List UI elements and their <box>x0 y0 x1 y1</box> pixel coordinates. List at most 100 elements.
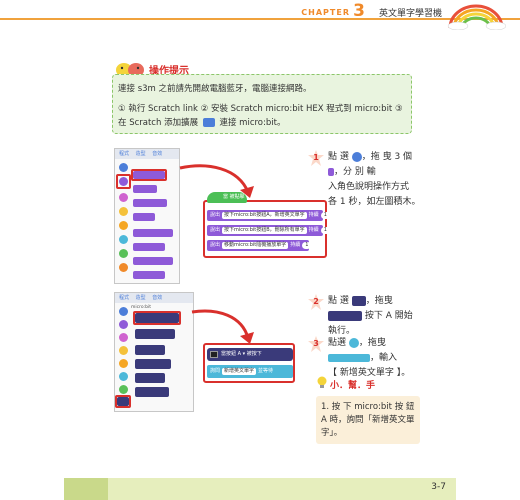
say-text-field[interactable]: 按下micro:bit按鈕A，新增英文單字 <box>222 212 307 219</box>
microbit-icon <box>210 351 218 358</box>
think-block[interactable] <box>133 199 167 207</box>
step-3-a: 點選 <box>328 338 347 348</box>
microbit-category-icon <box>351 295 366 306</box>
say-text-field[interactable]: 按下micro:bit按鈕B，刪除所有單字 <box>222 227 307 234</box>
say-unit: 秒 <box>313 242 319 248</box>
step-1-e: 各 1 秒，如左圖積木。 <box>328 197 421 207</box>
tab-sounds[interactable]: 音效 <box>152 295 163 301</box>
step-2-number: 2 <box>313 297 319 306</box>
say-block-highlight <box>131 169 167 181</box>
step-1-c: ，分 別 輸 <box>334 167 376 177</box>
display-text-block[interactable] <box>135 373 165 383</box>
chapter-title: 英文單字學習機 <box>378 9 442 19</box>
chapter-number: 3 <box>353 1 365 21</box>
note-text: 1. 按 下 micro:bit 按 鈕 A 時，詢問「新增英文單字」。 <box>321 402 415 438</box>
next-costume-block[interactable] <box>133 243 165 251</box>
say-secs-field[interactable]: 1 <box>302 242 312 249</box>
button-block-icon <box>328 310 362 321</box>
blocks-palette-2: 程式 造型 音效 micro:bit <box>114 292 194 412</box>
tab-code[interactable]: 程式 <box>119 151 130 157</box>
category-sound[interactable] <box>119 333 128 342</box>
tab-code[interactable]: 程式 <box>119 295 130 301</box>
step-1-number: 1 <box>313 153 319 162</box>
lightbulb-icon <box>317 376 327 388</box>
category-control[interactable] <box>119 221 128 230</box>
clear-display-block[interactable] <box>135 387 169 397</box>
tab-costumes[interactable]: 造型 <box>135 151 146 157</box>
hat-label: 當按鈕 A ▾ 被按下 <box>221 351 262 357</box>
step-3-c: ，輸入 <box>370 353 398 363</box>
category-looks[interactable] <box>119 320 128 329</box>
arrow-2 <box>191 309 254 344</box>
tip-line-2-b: 連接 micro:bit。 <box>219 118 286 128</box>
category-sensing[interactable] <box>119 372 128 381</box>
microbit-category-highlight <box>115 395 131 408</box>
category-motion[interactable] <box>119 163 128 172</box>
say-prefix: 說出 <box>210 212 221 218</box>
step-1-b: ，拖 曳 3 個 <box>361 152 413 162</box>
say-unit: 秒 <box>331 227 337 233</box>
when-button-pressed-block[interactable] <box>135 313 179 323</box>
say-suffix: 持續 <box>308 212 319 218</box>
category-events[interactable] <box>119 346 128 355</box>
category-operators[interactable] <box>119 249 128 258</box>
category-heading: micro:bit <box>131 305 151 310</box>
when-flag-clicked-block[interactable]: 當 被點擊 <box>207 192 247 203</box>
tab-sounds[interactable]: 音效 <box>152 151 163 157</box>
category-variables[interactable] <box>119 263 128 272</box>
category-motion[interactable] <box>119 307 128 316</box>
ask-block-icon <box>328 353 370 362</box>
when-button-a-pressed-block[interactable]: 當按鈕 A ▾ 被按下 <box>207 348 293 361</box>
switch-backdrop-block[interactable] <box>133 257 173 265</box>
ask-text-field[interactable]: 新增英文單字 <box>222 368 257 375</box>
think-short-block[interactable] <box>133 213 155 221</box>
palette-tabs-2: 程式 造型 音效 <box>115 293 193 303</box>
step-2-text: 點 選 ，拖曳 按下 A 開始 執行。 <box>328 294 424 339</box>
say-text-field[interactable]: 移動micro:bit隨機播放單字 <box>222 242 289 249</box>
step-1-text: 點 選 ，拖 曳 3 個 ，分 別 輸 入角色說明操作方式 各 1 秒，如左圖積… <box>328 150 424 210</box>
step-1-burst-icon <box>308 150 324 166</box>
tab-costumes[interactable]: 造型 <box>135 295 146 301</box>
say-prefix: 說出 <box>210 242 221 248</box>
say-secs-field[interactable]: 1 <box>320 212 330 219</box>
next-backdrop-block[interactable] <box>133 271 165 279</box>
header-rule <box>0 18 520 20</box>
say-for-secs-block[interactable] <box>133 171 165 179</box>
display-block[interactable] <box>135 359 171 369</box>
say-suffix: 持續 <box>290 242 301 248</box>
say-suffix: 持續 <box>308 227 319 233</box>
category-sensing[interactable] <box>119 235 128 244</box>
step-2-b: ，拖曳 <box>365 296 393 306</box>
step-3-b: ，拖曳 <box>358 338 386 348</box>
when-gesture-block[interactable] <box>135 345 165 355</box>
rainbow-icon <box>447 4 506 30</box>
ask-and-wait-block[interactable]: 詢問新增英文單字並等待 <box>207 365 293 378</box>
say-block-icon <box>328 167 334 176</box>
category-events[interactable] <box>119 207 128 216</box>
chapter-label: CHAPTER <box>301 8 350 17</box>
arrow-1 <box>179 164 254 198</box>
category-operators[interactable] <box>119 385 128 394</box>
category-microbit[interactable] <box>117 397 129 406</box>
switch-costume-block[interactable] <box>133 229 173 237</box>
ask-prefix: 詢問 <box>210 368 221 374</box>
say-secs-field[interactable]: 1 <box>320 227 330 234</box>
tip-line-1: 連接 s3m 之前請先開啟電腦藍牙，電腦連接網路。 <box>118 84 312 94</box>
category-looks[interactable] <box>119 177 128 186</box>
tip-box <box>112 74 412 134</box>
step-2-burst-icon <box>308 294 324 310</box>
step-3-number: 3 <box>313 339 319 348</box>
hat-label: 當 被點擊 <box>223 194 245 200</box>
looks-category-icon <box>351 151 362 162</box>
category-sound[interactable] <box>119 193 128 202</box>
button-pressed-block[interactable] <box>135 329 175 339</box>
note-box <box>316 396 420 444</box>
say-block[interactable] <box>133 185 157 193</box>
page-number: 3-7 <box>431 482 446 492</box>
say-prefix: 說出 <box>210 227 221 233</box>
category-control[interactable] <box>119 359 128 368</box>
